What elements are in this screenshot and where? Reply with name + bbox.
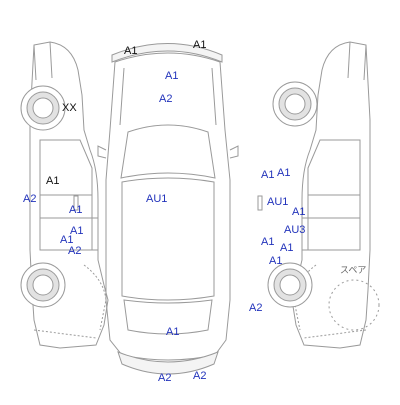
label-front-bumper-left: A1 — [124, 45, 138, 57]
left-rear-wheel — [20, 262, 66, 308]
car-top-view — [97, 43, 239, 375]
label-right-front-window-a: A1 — [261, 169, 275, 181]
label-trunk: A1 — [166, 326, 180, 338]
label-right-pillar: A1 — [292, 206, 306, 218]
label-left-front-door: A1 — [69, 204, 83, 216]
right-front-wheel — [272, 81, 318, 127]
label-rear-bumper-left: A2 — [158, 372, 172, 384]
left-front-wheel — [20, 85, 66, 131]
label-front-bumper-right: A1 — [193, 39, 207, 51]
label-right-sill-b: A1 — [280, 242, 294, 254]
label-right-rear-door: AU3 — [284, 224, 306, 236]
spare-tire — [328, 279, 380, 331]
label-left-front-wheel: XX — [62, 102, 77, 114]
label-left-pillar: A2 — [23, 193, 37, 205]
label-right-front-window-b: A1 — [277, 167, 291, 179]
label-left-rear-door: A1 — [70, 225, 84, 237]
car-left-side-view — [29, 41, 109, 349]
label-left-sill-a2: A2 — [68, 245, 82, 257]
label-left-sill-a1: A1 — [60, 234, 74, 246]
label-right-front-door: AU1 — [267, 196, 289, 208]
car-right-side-view — [257, 41, 371, 349]
label-hood-a2: A2 — [159, 93, 173, 105]
right-rear-wheel — [267, 262, 313, 308]
label-roof: AU1 — [146, 193, 168, 205]
label-right-sill-a: A1 — [261, 236, 275, 248]
label-right-sill-c: A1 — [269, 255, 283, 267]
label-left-front-window: A1 — [46, 175, 60, 187]
label-hood-a1: A1 — [165, 70, 179, 82]
label-right-rear-fender: A2 — [249, 302, 263, 314]
spare-tire-label: スペア — [340, 265, 367, 275]
label-rear-bumper-right: A2 — [193, 370, 207, 382]
